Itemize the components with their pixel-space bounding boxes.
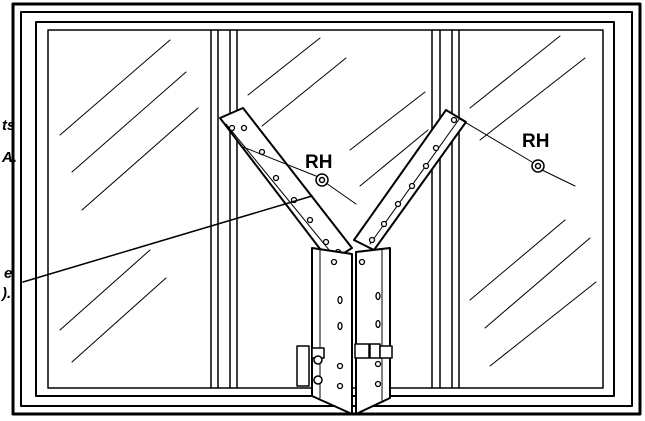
window-mullion-left: [210, 29, 238, 389]
callout-text-bottom-line1: e: [4, 265, 13, 282]
rh-label-right: RH: [522, 131, 549, 152]
right-bracket-arm: [353, 109, 467, 251]
bracket-post-left: [311, 247, 353, 415]
window-frame: [11, 2, 642, 416]
rh-label-left: RH: [305, 152, 332, 173]
base-clamp-hardware: [296, 343, 393, 387]
window-mullion-right: [431, 29, 460, 389]
mounting-bolt-right: [531, 159, 545, 173]
callout-leader-lines: [22, 195, 313, 283]
glass-reflections: [59, 35, 597, 367]
bracket-post-right: [355, 247, 391, 415]
left-bracket-arm: [219, 107, 353, 263]
rh-leader-lines: [242, 117, 576, 205]
callout-text-bottom-line2: ).: [2, 285, 12, 302]
mounting-bolt-left: [315, 173, 329, 187]
